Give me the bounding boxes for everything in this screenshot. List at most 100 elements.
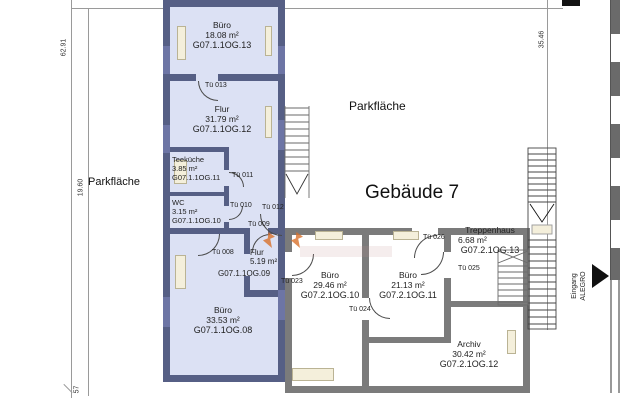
wall bbox=[168, 228, 250, 234]
window-pane bbox=[163, 46, 170, 74]
building-2 bbox=[285, 228, 530, 393]
parkflaeche-left-label: Parkfläche bbox=[88, 176, 140, 188]
wall bbox=[244, 290, 285, 297]
entrance-arrow-icon bbox=[592, 264, 609, 288]
wall bbox=[168, 192, 228, 196]
door-gap bbox=[196, 74, 218, 81]
room-id: G07.1.1OG.10 bbox=[172, 216, 221, 225]
door-label-009: Tü 009 bbox=[248, 221, 270, 228]
room-label-buero-13: Büro 18.08 m² G07.1.1OG.13 bbox=[168, 20, 276, 51]
room-area: 33.53 m² bbox=[206, 315, 240, 326]
window-pane bbox=[278, 290, 285, 320]
room-id: G07.2.1OG.11 bbox=[379, 290, 437, 301]
wall bbox=[168, 147, 228, 152]
door-label-023: Tü 023 bbox=[281, 278, 303, 285]
room-name: Büro bbox=[321, 270, 339, 280]
room-label-archiv-12: Archiv 30.42 m² G07.2.1OG.12 bbox=[428, 339, 510, 370]
room-label-wc-10: WC 3.15 m² G07.1.1OG.10 bbox=[172, 198, 224, 225]
door-label-013: Tü 013 bbox=[205, 82, 227, 89]
radiator bbox=[507, 330, 516, 354]
room-id: G07.1.1OG.08 bbox=[193, 325, 253, 336]
room-area: 6.68 m² bbox=[458, 235, 487, 246]
room-area: 3.85 m² bbox=[172, 164, 198, 173]
wall bbox=[444, 235, 451, 343]
room-id: G07.1.1OG.12 bbox=[192, 124, 252, 135]
window-pane bbox=[278, 120, 285, 150]
room-name: Büro bbox=[399, 270, 417, 280]
door-label-025: Tü 025 bbox=[458, 265, 480, 272]
door-gap bbox=[224, 170, 229, 186]
kitchen-fixture bbox=[174, 160, 187, 184]
door-gap bbox=[444, 252, 451, 278]
wall bbox=[244, 228, 250, 254]
room-label-treppenhaus-13: Treppenhaus 6.68 m² G07.2.1OG.13 bbox=[452, 225, 528, 256]
room-id: G07.1.1OG.11 bbox=[172, 173, 221, 182]
door-label-010: Tü 010 bbox=[230, 202, 252, 209]
dimension-line-left-outer bbox=[71, 0, 72, 398]
room-label-flur-12: Flur 31.79 m² G07.1.1OG.12 bbox=[168, 104, 276, 135]
watermark-streak bbox=[300, 246, 392, 257]
room-id: G07.2.1OG.13 bbox=[460, 245, 520, 256]
wall bbox=[163, 74, 285, 81]
dimension-line-right bbox=[547, 0, 548, 330]
dimension-label-62-91: 62.91 bbox=[60, 38, 68, 57]
room-name: WC bbox=[172, 198, 185, 207]
staircase-mid bbox=[284, 106, 310, 198]
entrance-label: Eingang ALEGRO bbox=[570, 251, 588, 321]
dimension-label-19-60: 19.60 bbox=[77, 178, 85, 197]
window bbox=[393, 231, 419, 240]
door-label-008: Tü 008 bbox=[212, 249, 234, 256]
room-name: Archiv bbox=[457, 339, 481, 349]
staircase-treppenhaus bbox=[497, 249, 529, 306]
room-area-flur-09: 5.19 m² bbox=[250, 257, 278, 266]
room-id: G07.1.1OG.13 bbox=[192, 40, 252, 51]
door-gap bbox=[412, 228, 438, 235]
room-area: 29.46 m² bbox=[313, 280, 347, 291]
room-name: Büro bbox=[213, 20, 231, 30]
door-gap bbox=[224, 206, 229, 222]
door-label-011: Tü 011 bbox=[232, 172, 254, 179]
room-name: Flur bbox=[214, 104, 230, 114]
door-gap bbox=[285, 252, 292, 278]
dimension-label-57: 57 bbox=[73, 385, 81, 394]
window-pane bbox=[163, 125, 170, 153]
room-id: G07.2.1OG.12 bbox=[439, 359, 499, 370]
room-area: 31.79 m² bbox=[205, 114, 239, 125]
wall bbox=[362, 337, 451, 343]
dimension-line-left-inner bbox=[88, 8, 89, 396]
room-id: G07.2.1OG.10 bbox=[300, 290, 360, 301]
wall bbox=[362, 320, 369, 386]
radiator bbox=[265, 26, 272, 56]
dimension-label-35-46: 35.46 bbox=[538, 30, 546, 49]
dimension-line-top bbox=[71, 8, 563, 9]
building-title: Gebäude 7 bbox=[365, 182, 460, 203]
room-area: 3.15 m² bbox=[172, 207, 198, 216]
room-area: 30.42 m² bbox=[452, 349, 486, 360]
entrance-line1: Eingang bbox=[571, 273, 578, 299]
room-area: 18.08 m² bbox=[205, 30, 239, 41]
wall bbox=[224, 147, 229, 232]
room-name: Büro bbox=[214, 305, 232, 315]
room-area: 21.13 m² bbox=[391, 280, 425, 291]
entrance-line2: ALEGRO bbox=[580, 271, 588, 301]
room-label-buero-2-10: Büro 29.46 m² G07.2.1OG.10 bbox=[294, 270, 366, 301]
door-label-024: Tü 024 bbox=[349, 306, 371, 313]
room-label-buero-2-11: Büro 21.13 m² G07.2.1OG.11 bbox=[372, 270, 444, 301]
room-label-buero-08: Büro 33.53 m² G07.1.1OG.08 bbox=[168, 305, 278, 336]
wall bbox=[362, 235, 369, 298]
staircase-right bbox=[527, 147, 557, 330]
parkflaeche-mid-label: Parkfläche bbox=[349, 99, 406, 113]
room-id-flur-09: G07.1.1OG.09 bbox=[218, 269, 271, 278]
radiator bbox=[177, 26, 186, 60]
door-label-026: Tü 026 bbox=[423, 234, 445, 241]
right-facade-window-band bbox=[610, 280, 620, 393]
top-right-bar bbox=[562, 0, 580, 6]
fixture bbox=[292, 368, 334, 381]
window bbox=[315, 231, 343, 240]
wall bbox=[444, 301, 530, 307]
right-facade-wall bbox=[610, 0, 620, 280]
room-name-flur-09: Flur bbox=[250, 248, 264, 257]
radiator bbox=[265, 106, 272, 138]
room-name: Treppenhaus bbox=[465, 225, 515, 235]
